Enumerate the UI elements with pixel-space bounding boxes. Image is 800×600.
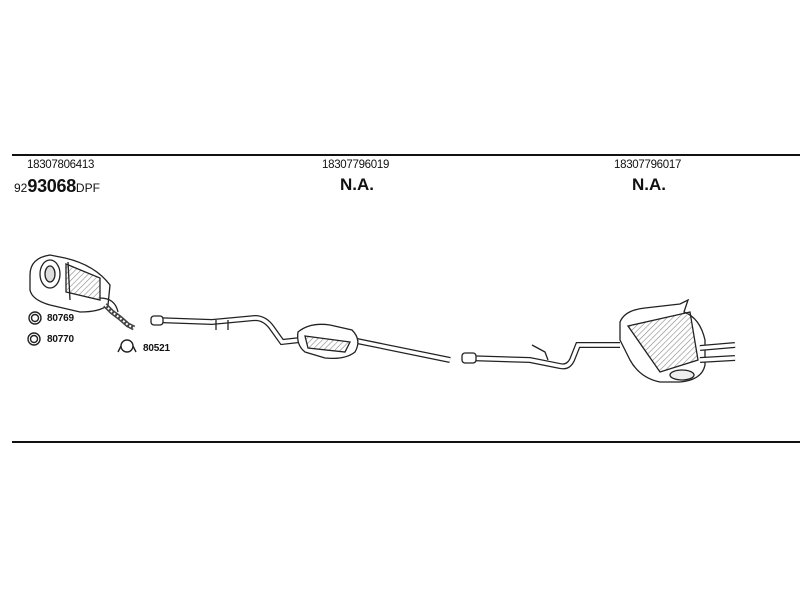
status-rear: N.A. bbox=[632, 175, 666, 194]
part-number-middle: 18307796019 bbox=[322, 159, 390, 171]
status-middle: N.A. bbox=[340, 175, 374, 194]
rear-pipe-assembly bbox=[461, 298, 736, 383]
clamp-ring-icon bbox=[27, 332, 41, 346]
clamp-band-icon bbox=[117, 339, 137, 353]
small-part-label: 80521 bbox=[143, 343, 170, 354]
dpf-code: 9293068DPF bbox=[14, 176, 100, 197]
dpf-code-main: 93068 bbox=[27, 176, 76, 196]
bottom-divider bbox=[12, 441, 800, 443]
small-part-label: 80769 bbox=[47, 313, 74, 324]
dpf-code-prefix: 92 bbox=[14, 181, 28, 195]
dpf-code-suffix: DPF bbox=[75, 181, 100, 195]
clamp-ring-icon bbox=[28, 311, 42, 325]
part-number-rear: 18307796017 bbox=[614, 159, 682, 171]
small-part-label: 80770 bbox=[47, 334, 74, 345]
top-divider bbox=[12, 154, 800, 156]
part-number-front: 18307806413 bbox=[27, 159, 95, 171]
dpf-filter-unit bbox=[29, 254, 136, 331]
center-pipe-assembly bbox=[150, 314, 451, 363]
